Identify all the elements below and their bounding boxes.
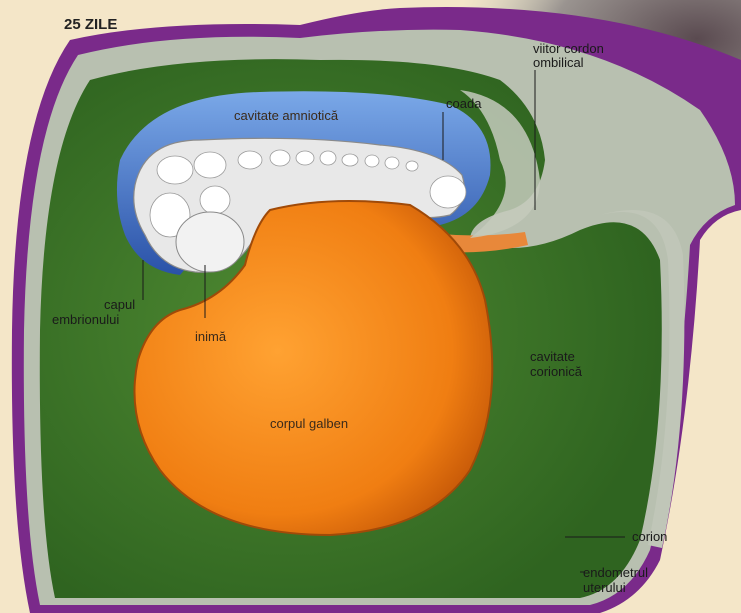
label-amniotic-cavity: cavitate amniotică bbox=[234, 109, 338, 123]
label-umbilical-line1: viitor cordon bbox=[533, 42, 604, 56]
label-endometrium-line2: uterului bbox=[583, 581, 626, 595]
label-head-line1: capul bbox=[104, 298, 135, 312]
label-tail: coada bbox=[446, 97, 481, 111]
label-heart: inimă bbox=[195, 330, 226, 344]
label-endometrium-line1: endometrul bbox=[583, 566, 648, 580]
label-chorion: corion bbox=[632, 530, 667, 544]
label-umbilical-line2: ombilical bbox=[533, 56, 584, 70]
label-head-line2: embrionului bbox=[52, 313, 119, 327]
label-chorionic-line2: corionică bbox=[530, 365, 582, 379]
label-yolk-sac: corpul galben bbox=[270, 417, 348, 431]
heart-bulge bbox=[176, 212, 244, 272]
label-chorionic-line1: cavitate bbox=[530, 350, 575, 364]
page-title: 25 ZILE bbox=[64, 18, 117, 32]
